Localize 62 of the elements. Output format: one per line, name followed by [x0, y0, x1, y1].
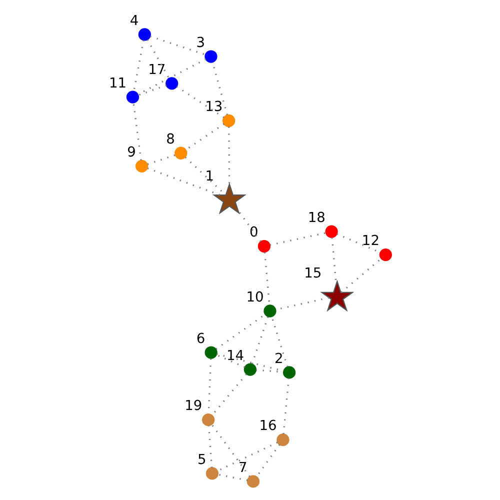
node-label: 13: [205, 98, 223, 115]
connector: [340, 258, 382, 293]
node-label: 7: [238, 459, 248, 476]
node-circle: [174, 146, 188, 159]
node-circle: [166, 76, 178, 90]
connector: [216, 352, 284, 372]
node-label: 17: [148, 61, 166, 78]
node-label: 9: [127, 144, 136, 160]
node-label: 19: [184, 398, 202, 414]
node-label: 15: [304, 265, 322, 282]
node-label: 8: [166, 130, 175, 147]
node-circle: [136, 159, 148, 172]
node-label: 16: [259, 418, 277, 434]
node-circle: [282, 366, 296, 378]
node-label: 0: [249, 224, 258, 240]
connector: [251, 316, 269, 364]
connector: [282, 378, 290, 434]
connector: [211, 373, 247, 416]
node-circle: [276, 433, 290, 446]
connector: [132, 102, 142, 160]
node-label: 2: [274, 350, 284, 366]
connector: [176, 85, 224, 118]
node-label: 3: [196, 34, 206, 50]
node-circle: [206, 466, 219, 480]
connector: [138, 58, 206, 95]
connector: [147, 167, 220, 196]
node-label: 10: [246, 288, 264, 305]
connector: [146, 38, 170, 78]
node-circle: [222, 114, 236, 127]
connector: [150, 35, 206, 55]
node-label: 1: [205, 168, 214, 184]
node-circle: [126, 90, 140, 103]
node-circle: [204, 50, 218, 62]
node-circle: [258, 239, 271, 252]
connector: [147, 154, 176, 165]
connector: [138, 84, 167, 96]
node-label: 18: [308, 209, 326, 226]
node-label: 5: [197, 451, 206, 468]
connector: [237, 209, 262, 242]
node-circle: [379, 248, 392, 261]
node-label: 4: [130, 12, 139, 28]
node-circle: [264, 304, 276, 317]
node-circle: [138, 28, 151, 40]
node-label: 6: [196, 330, 206, 346]
connector: [133, 40, 144, 91]
node-circle: [246, 474, 260, 488]
connector: [218, 473, 248, 481]
connector: [228, 126, 230, 184]
node-label: 11: [109, 74, 127, 91]
node-circle: [244, 362, 257, 376]
connector: [217, 441, 278, 472]
node-circle: [202, 413, 215, 426]
connector: [211, 423, 250, 477]
connector: [256, 444, 280, 477]
node-circle: [325, 224, 338, 238]
connector: [216, 313, 266, 350]
node-label: 12: [362, 232, 380, 249]
connector: [208, 425, 213, 468]
node-circle: [204, 346, 218, 358]
node-label: 14: [226, 347, 244, 364]
connector: [270, 232, 326, 246]
connector: [216, 354, 246, 368]
